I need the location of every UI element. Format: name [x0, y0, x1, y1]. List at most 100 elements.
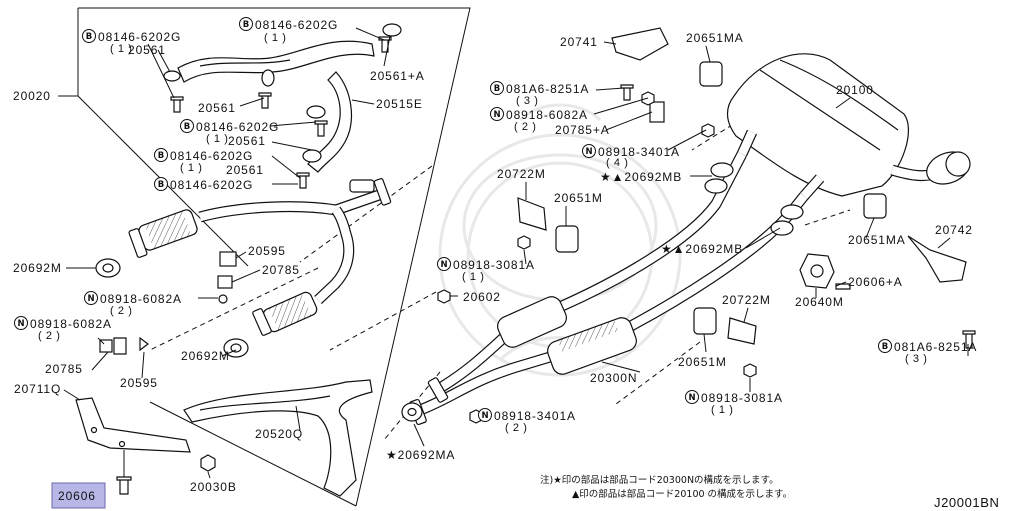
- callout-20651m-a[interactable]: 20651M: [554, 191, 603, 205]
- svg-text:081A6-8251A: 081A6-8251A: [506, 82, 589, 96]
- svg-text:( 2 ): ( 2 ): [514, 121, 537, 133]
- svg-text:20606: 20606: [58, 489, 96, 503]
- callout-20692mb-b[interactable]: ★▲20692MB: [661, 242, 743, 256]
- callout-20711q[interactable]: 20711Q: [14, 382, 61, 396]
- svg-text:( 1 ): ( 1 ): [110, 43, 133, 55]
- svg-text:N: N: [481, 411, 488, 421]
- callout-08146-6202g-d[interactable]: B 08146-6202G ( 1 ): [154, 148, 254, 175]
- svg-text:08146-6202G: 08146-6202G: [170, 178, 253, 192]
- leader-lines: [58, 27, 969, 479]
- callout-20020[interactable]: 20020: [13, 89, 51, 103]
- callout-20595-b[interactable]: 20595: [120, 376, 158, 390]
- callout-20640m[interactable]: 20640M: [795, 295, 844, 309]
- callout-20785-b[interactable]: 20785: [45, 362, 83, 376]
- callout-08146-6202g-e[interactable]: B 08146-6202G: [154, 177, 254, 193]
- callout-081a6-8251a-b[interactable]: B 081A6-8251A ( 3 ): [878, 339, 978, 366]
- callout-20692ma[interactable]: ★20692MA: [386, 448, 455, 462]
- svg-text:N: N: [440, 260, 447, 270]
- svg-text:N: N: [87, 294, 94, 304]
- callout-08146-6202g-b[interactable]: B 08146-6202G ( 1 ): [239, 17, 339, 45]
- svg-text:B: B: [882, 342, 888, 352]
- callout-20520q[interactable]: 20520Q: [255, 427, 303, 441]
- svg-text:( 1 ): ( 1 ): [264, 32, 287, 44]
- center-pipe-20300n: [409, 151, 809, 426]
- hangers-brackets-right: [517, 27, 967, 345]
- svg-text:N: N: [585, 147, 592, 157]
- callout-20602[interactable]: 20602: [463, 290, 501, 304]
- callout-20651ma-b[interactable]: 20651MA: [848, 233, 906, 247]
- svg-text:N: N: [17, 319, 24, 329]
- svg-text:08918-3401A: 08918-3401A: [598, 145, 680, 159]
- callout-20785-a[interactable]: 20785: [262, 263, 300, 277]
- callout-20692m-b[interactable]: 20692M: [181, 349, 230, 363]
- callout-20692m-a[interactable]: 20692M: [13, 261, 62, 275]
- svg-text:08146-6202G: 08146-6202G: [98, 30, 181, 44]
- svg-text:B: B: [494, 84, 500, 94]
- callout-08918-6082a-a[interactable]: N 08918-6082A ( 2 ): [84, 291, 182, 318]
- callout-20515e[interactable]: 20515E: [376, 97, 423, 111]
- svg-text:( 1 ): ( 1 ): [711, 404, 734, 416]
- note-line-2: ▲印の部品は部品コード20100 の構成を示します。: [572, 488, 792, 500]
- svg-text:( 2 ): ( 2 ): [110, 305, 133, 317]
- callout-08146-6202g-a[interactable]: B 08146-6202G ( 1 ): [82, 29, 182, 56]
- svg-text:081A6-8251A: 081A6-8251A: [894, 340, 977, 354]
- callout-20741[interactable]: 20741: [560, 35, 598, 49]
- callout-20561-d[interactable]: 20561: [226, 163, 264, 177]
- heat-shield-upper: [177, 40, 375, 173]
- callout-20606-plus-a[interactable]: 20606+A: [848, 275, 903, 289]
- callout-20100[interactable]: 20100: [836, 83, 874, 97]
- bracket-20711q: [75, 397, 191, 453]
- svg-text:N: N: [493, 110, 500, 120]
- group-frame: [77, 7, 851, 507]
- gaskets-left: [95, 258, 249, 358]
- callout-20561-c[interactable]: 20561: [228, 134, 266, 148]
- callout-20595-a[interactable]: 20595: [248, 244, 286, 258]
- callout-20651m-b[interactable]: 20651M: [678, 355, 727, 369]
- callout-20561-a[interactable]: 20561: [128, 43, 166, 57]
- callout-20722m-a[interactable]: 20722M: [497, 167, 546, 181]
- svg-text:( 3 ): ( 3 ): [905, 353, 928, 365]
- svg-text:B: B: [158, 180, 164, 190]
- svg-text:08146-6202G: 08146-6202G: [255, 18, 338, 32]
- callout-08918-3081a-b[interactable]: N 08918-3081A ( 1 ): [685, 390, 783, 417]
- svg-text:N: N: [688, 393, 695, 403]
- svg-text:( 1 ): ( 1 ): [206, 133, 229, 145]
- svg-text:B: B: [158, 151, 164, 161]
- svg-text:( 2 ): ( 2 ): [505, 422, 528, 434]
- svg-text:08918-3081A: 08918-3081A: [701, 391, 783, 405]
- callout-20561-plus-a[interactable]: 20561+A: [370, 69, 425, 83]
- callout-08146-6202g-c[interactable]: B 08146-6202G ( 1 ): [180, 119, 280, 146]
- callout-08918-6082a-c[interactable]: N 08918-6082A ( 2 ): [490, 107, 588, 134]
- callout-20722m-b[interactable]: 20722M: [722, 293, 771, 307]
- callout-20300n[interactable]: 20300N: [590, 371, 637, 385]
- small-brackets-left: [99, 251, 451, 355]
- heat-shield-lower: [183, 379, 373, 497]
- svg-text:B: B: [86, 32, 92, 42]
- svg-text:08146-6202G: 08146-6202G: [196, 120, 279, 134]
- callout-20785-plus-a[interactable]: 20785+A: [555, 123, 610, 137]
- svg-text:( 1 ): ( 1 ): [462, 271, 485, 283]
- note-line-1: 注)★印の部品は部品コード20300Nの構成を示します。: [540, 474, 779, 486]
- callout-08918-3401a-a[interactable]: N 08918-3401A ( 4 ): [582, 144, 680, 170]
- callout-08918-3081a-a[interactable]: N 08918-3081A ( 1 ): [437, 257, 535, 284]
- callout-20606-highlighted[interactable]: 20606: [51, 482, 106, 509]
- gaskets-right: [401, 162, 804, 422]
- svg-text:08146-6202G: 08146-6202G: [170, 149, 253, 163]
- callout-20030b[interactable]: 20030B: [190, 480, 237, 494]
- fasteners-lower-left: [116, 450, 216, 495]
- callout-20651ma-a[interactable]: 20651MA: [686, 31, 744, 45]
- muffler-20100: [726, 53, 971, 200]
- svg-text:B: B: [243, 20, 249, 30]
- svg-text:08918-6082A: 08918-6082A: [30, 317, 112, 331]
- callout-20742[interactable]: 20742: [935, 223, 973, 237]
- callout-08918-3401a-b[interactable]: N 08918-3401A ( 2 ): [478, 408, 576, 435]
- svg-text:08918-3401A: 08918-3401A: [494, 409, 576, 423]
- diagram-code: J20001BN: [934, 495, 1000, 510]
- svg-text:08918-6082A: 08918-6082A: [506, 108, 588, 122]
- svg-text:B: B: [184, 122, 190, 132]
- callout-08918-6082a-b[interactable]: N 08918-6082A ( 2 ): [14, 316, 112, 343]
- callout-20692mb-a[interactable]: ★▲20692MB: [600, 170, 682, 184]
- callout-20561-b[interactable]: 20561: [198, 101, 236, 115]
- callout-081a6-8251a-a[interactable]: B 081A6-8251A ( 3 ): [490, 81, 590, 108]
